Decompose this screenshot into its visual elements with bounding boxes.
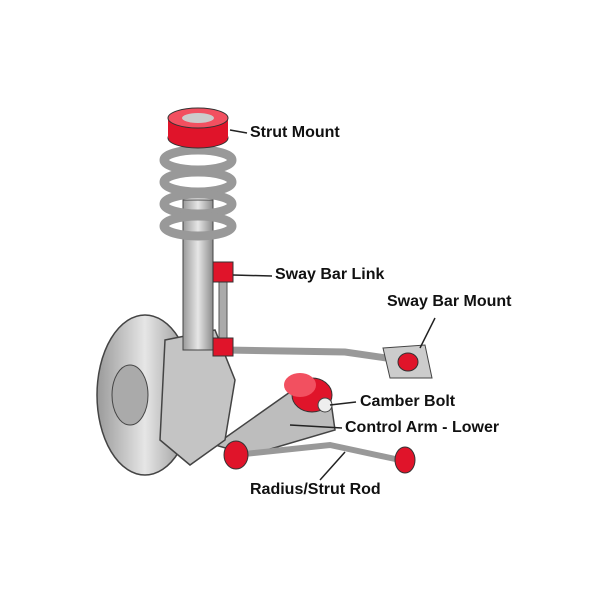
radius-strut-rod	[234, 441, 401, 463]
camber-bolt	[317, 397, 333, 413]
sway-bar-link-lower-bushing	[212, 337, 234, 357]
label-sway-bar-link: Sway Bar Link	[275, 266, 385, 283]
hub-knuckle	[159, 329, 236, 466]
label-radius-strut-rod: Radius/Strut Rod	[250, 481, 381, 498]
sway-bar	[221, 346, 404, 364]
sway-bar-link-bushing	[212, 261, 234, 283]
label-strut-mount: Strut Mount	[250, 124, 340, 141]
label-sway-bar-mount: Sway Bar Mount	[387, 293, 512, 310]
leader-lines	[229, 129, 436, 481]
label-camber-bolt: Camber Bolt	[360, 393, 456, 410]
label-control-arm-lower: Control Arm - Lower	[345, 419, 500, 436]
strut-body	[182, 199, 214, 351]
radius-rod-bushing-front	[223, 440, 249, 470]
coil-spring	[159, 145, 237, 241]
sway-bar-mount-bushing	[397, 352, 419, 372]
radius-rod-bushing-rear	[394, 446, 416, 474]
